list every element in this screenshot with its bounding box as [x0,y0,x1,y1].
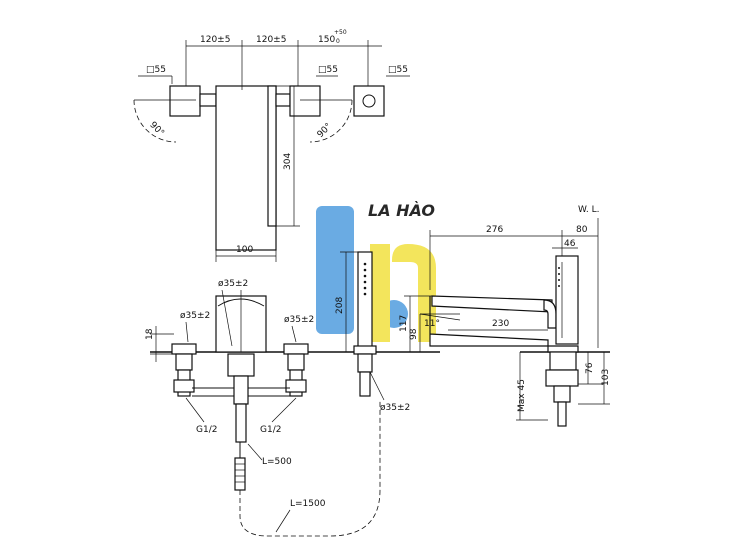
dim-max-deck: Max 45 [517,379,527,412]
dim-angle: 11° [424,319,440,329]
dim-deck-height: 18 [145,328,155,340]
dim-handle-right-size: □55 [318,65,338,75]
dim-thread-left: G1/2 [196,425,217,435]
logo-yellow-bar [370,244,390,342]
dim-spacing-far-tol-lower: 0 [336,38,340,45]
dim-hose-short: L=500 [262,457,292,467]
dim-spout-length: 304 [283,153,293,170]
dim-height-76: 76 [585,362,595,374]
dim-spout-width: 100 [236,245,253,255]
top-view: 120±5 120±5 150 +50 0 □55 □55 □55 90° 90… [133,29,410,262]
dim-hole-shower: ø35±2 [380,403,410,413]
dim-rotation-right: 90° [316,122,334,140]
side-shower-nozzles [558,267,560,287]
side-view: W. L. 276 80 46 11° 230 117 [399,205,611,427]
dim-handle-far-size: □55 [388,65,408,75]
front-view: ø35±2 ø35±2 ø35±2 18 G1/2 G1/ [145,251,440,537]
dim-hole-right: ø35±2 [284,315,314,325]
dim-reach-offset: 80 [576,225,588,235]
dim-thread-right: G1/2 [260,425,281,435]
dim-hose-long: L=1500 [290,499,326,509]
dim-shower-dia: 46 [564,239,576,249]
dim-rotation-left: 90° [147,120,165,138]
dim-hole-center: ø35±2 [218,279,248,289]
dim-spout-height: 117 [399,315,409,332]
dim-reach: 276 [486,225,503,235]
dim-spacing-far: 150 [318,35,335,45]
dim-shower-height: 208 [335,297,345,314]
label-water-level: W. L. [578,205,599,215]
dim-height-103: 103 [601,369,611,386]
dim-spacing-left: 120±5 [200,35,230,45]
dim-spacing-far-tol-upper: +50 [334,29,347,36]
dim-spacing-right: 120±5 [256,35,286,45]
brand-logo: LA HÀO [316,201,436,342]
dim-handle-left-size: □55 [146,65,166,75]
dim-spout-height-inner: 98 [409,328,419,340]
shower-nozzles [363,262,367,296]
logo-blue-bar [316,206,354,334]
logo-name: LA HÀO [368,201,435,220]
dim-spout-projection: 230 [492,319,509,329]
dim-hole-left: ø35±2 [180,311,210,321]
logo-yellow-arch [392,244,436,342]
